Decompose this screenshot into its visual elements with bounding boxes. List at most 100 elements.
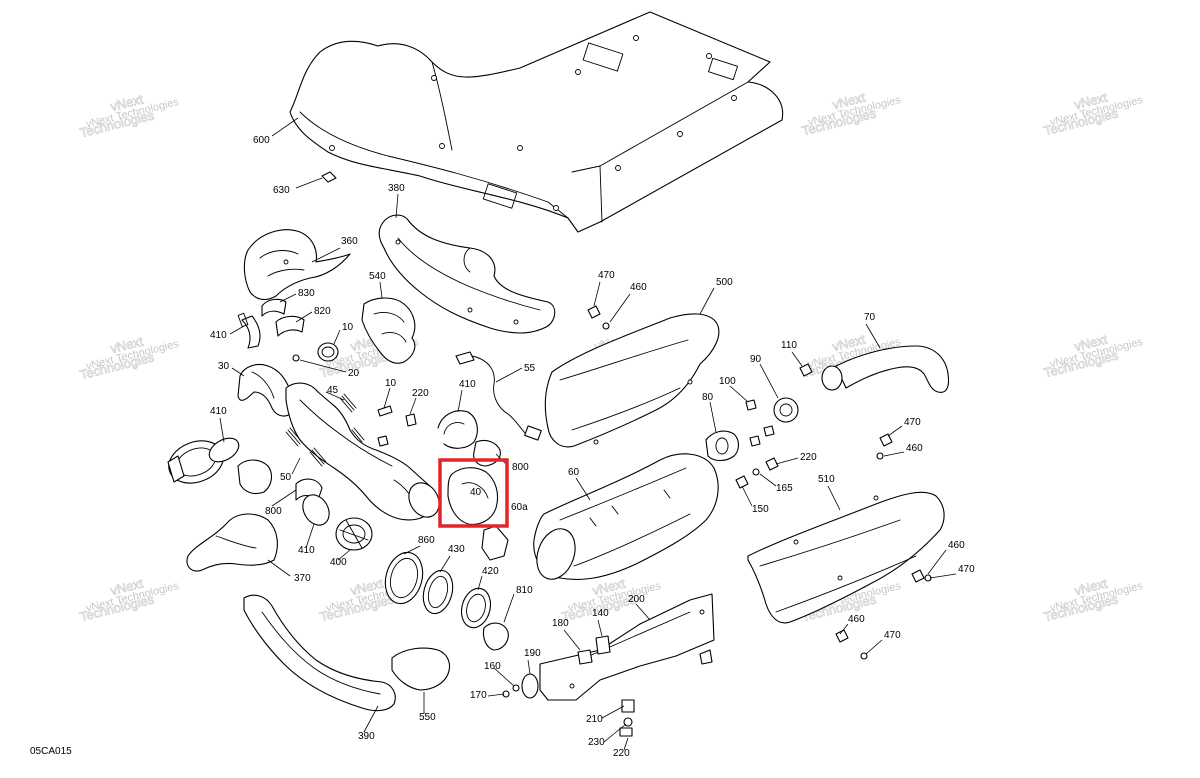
callout-410d[interactable]: 410 — [298, 545, 315, 556]
callout-630[interactable]: 630 — [273, 185, 290, 196]
leader-line-70 — [865, 323, 881, 349]
callout-830[interactable]: 830 — [298, 288, 315, 299]
leader-line-460b — [883, 451, 905, 457]
callout-30[interactable]: 30 — [218, 361, 230, 372]
callout-160[interactable]: 160 — [484, 661, 501, 672]
callout-410c[interactable]: 410 — [210, 406, 227, 417]
leader-line-470b — [887, 425, 903, 437]
callout-20[interactable]: 20 — [348, 368, 360, 379]
callout-460c[interactable]: 460 — [948, 540, 965, 551]
callout-210[interactable]: 210 — [586, 714, 603, 725]
callout-140[interactable]: 140 — [592, 608, 609, 619]
callout-550[interactable]: 550 — [419, 712, 436, 723]
leader-line-410a — [229, 325, 245, 335]
leader-line-460c — [927, 549, 947, 575]
leader-line-220b — [775, 457, 799, 465]
callout-50[interactable]: 50 — [280, 472, 292, 483]
callout-370[interactable]: 370 — [294, 573, 311, 584]
callout-180[interactable]: 180 — [552, 618, 569, 629]
callout-410a[interactable]: 410 — [210, 330, 227, 341]
callout-10a[interactable]: 10 — [342, 322, 354, 333]
callout-500[interactable]: 500 — [716, 277, 733, 288]
leader-line-370 — [267, 559, 291, 577]
leader-line-220a — [409, 397, 417, 415]
callout-400[interactable]: 400 — [330, 557, 347, 568]
callout-430[interactable]: 430 — [448, 544, 465, 555]
callout-40[interactable]: 40 — [470, 487, 482, 498]
leader-line-420 — [477, 575, 483, 591]
selected-part-highlight[interactable] — [438, 458, 509, 528]
callout-70[interactable]: 70 — [864, 312, 876, 323]
leader-line-860 — [403, 545, 421, 555]
callout-165[interactable]: 165 — [776, 483, 793, 494]
leader-line-140 — [597, 619, 603, 637]
callout-470d[interactable]: 470 — [884, 630, 901, 641]
callout-420[interactable]: 420 — [482, 566, 499, 577]
callout-820[interactable]: 820 — [314, 306, 331, 317]
callout-220c[interactable]: 220 — [613, 748, 630, 759]
callout-360[interactable]: 360 — [341, 236, 358, 247]
callout-470c[interactable]: 470 — [958, 564, 975, 575]
callout-110[interactable]: 110 — [781, 340, 797, 351]
leader-line-55 — [495, 367, 523, 383]
leader-line-150 — [741, 485, 753, 507]
callout-810[interactable]: 810 — [516, 585, 533, 596]
callout-10b[interactable]: 10 — [385, 378, 397, 389]
tailpipe-70 — [835, 345, 950, 393]
callout-230[interactable]: 230 — [588, 737, 605, 748]
callout-390[interactable]: 390 — [358, 731, 375, 742]
leader-line-45 — [325, 391, 345, 401]
leader-line-230 — [603, 723, 627, 743]
leader-line-540 — [379, 281, 383, 299]
callout-220b[interactable]: 220 — [800, 452, 817, 463]
callout-220a[interactable]: 220 — [412, 388, 429, 399]
callout-410b[interactable]: 410 — [459, 379, 476, 390]
leader-line-200 — [635, 603, 651, 621]
leader-line-100 — [729, 385, 749, 403]
leader-line-470d — [865, 639, 883, 655]
callout-90[interactable]: 90 — [750, 354, 762, 365]
leader-line-50 — [291, 457, 301, 475]
heat-shield-510 — [747, 491, 945, 624]
callout-470b[interactable]: 470 — [904, 417, 921, 428]
callout-55[interactable]: 55 — [524, 363, 536, 374]
leader-line-110 — [791, 351, 803, 367]
leader-line-165 — [759, 473, 777, 487]
callout-540[interactable]: 540 — [369, 271, 386, 282]
leader-line-510 — [827, 485, 841, 511]
leader-line-180 — [563, 629, 581, 651]
leader-line-60 — [575, 477, 591, 501]
callout-470a[interactable]: 470 — [598, 270, 615, 281]
callout-510[interactable]: 510 — [818, 474, 835, 485]
callout-80[interactable]: 80 — [702, 392, 714, 403]
callout-380[interactable]: 380 — [388, 183, 405, 194]
leader-line-30 — [231, 367, 245, 377]
callout-460b[interactable]: 460 — [906, 443, 923, 454]
connecting-pipe-80 — [705, 430, 740, 462]
callout-45[interactable]: 45 — [327, 385, 339, 396]
callout-60[interactable]: 60 — [568, 467, 580, 478]
callout-170[interactable]: 170 — [470, 690, 487, 701]
leader-line-10b — [383, 387, 391, 409]
callout-860[interactable]: 860 — [418, 535, 435, 546]
leader-line-400 — [337, 549, 351, 561]
callout-460d[interactable]: 460 — [848, 614, 865, 625]
callout-190[interactable]: 190 — [524, 648, 541, 659]
leader-line-460d — [839, 623, 849, 635]
callout-460a[interactable]: 460 — [630, 282, 647, 293]
callout-100[interactable]: 100 — [719, 376, 736, 387]
callout-800b[interactable]: 800 — [265, 506, 282, 517]
callout-150[interactable]: 150 — [752, 504, 769, 515]
callout-600[interactable]: 600 — [253, 135, 270, 146]
callout-60a[interactable]: 60a — [511, 502, 528, 513]
leader-line-20 — [299, 359, 347, 373]
callout-200[interactable]: 200 — [628, 594, 645, 605]
heat-shield-plate-600 — [289, 11, 784, 233]
callout-800a[interactable]: 800 — [512, 462, 529, 473]
heat-shield-370 — [186, 513, 278, 572]
heat-shield-540 — [361, 297, 416, 364]
